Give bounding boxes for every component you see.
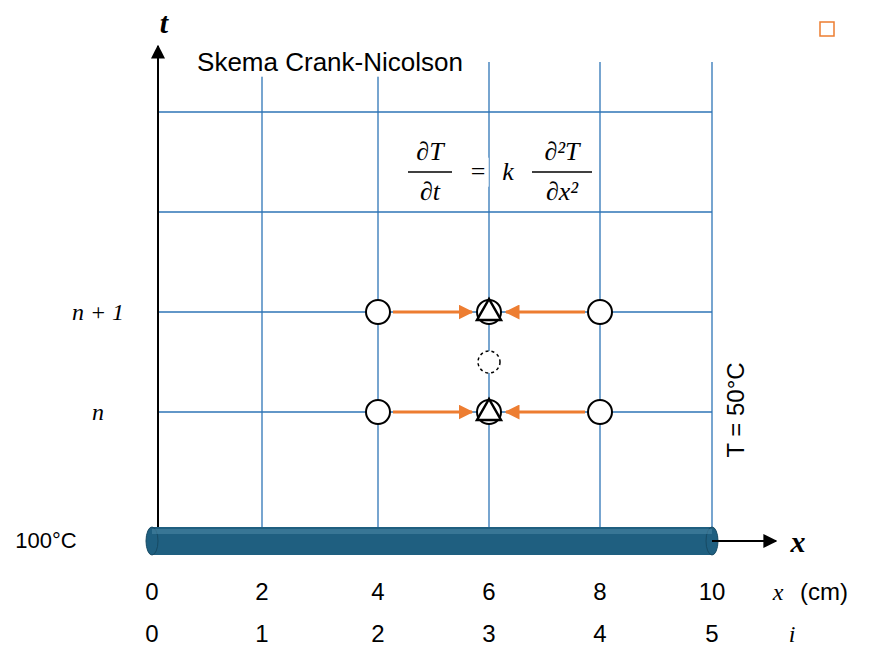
index-label: 2 <box>371 621 384 647</box>
equation-term: ∂T <box>413 138 446 167</box>
tick-label: 4 <box>371 579 384 605</box>
index-label: 4 <box>593 621 606 647</box>
bullet-box <box>820 22 834 36</box>
index-label: 5 <box>705 621 718 647</box>
index-label: 0 <box>145 621 158 647</box>
tick-label: 8 <box>593 579 606 605</box>
time-level-label: n <box>92 399 104 425</box>
stencil-points <box>366 299 612 424</box>
tick-label: 10 <box>699 579 726 605</box>
equation-term: = <box>468 158 489 187</box>
tick-label: 2 <box>255 579 268 605</box>
axis-label: x <box>791 525 806 558</box>
index-label: 3 <box>482 621 495 647</box>
axis-unit: (cm) <box>800 579 848 605</box>
index-label: 1 <box>255 621 268 647</box>
diagram-title: Skema Crank-Nicolson <box>194 48 466 77</box>
tick-label: 0 <box>145 579 158 605</box>
equation-term: ∂²T <box>541 138 582 167</box>
time-level-label: n + 1 <box>72 299 124 325</box>
equation-term: k <box>499 158 517 187</box>
axis-label: t <box>160 6 168 39</box>
index-label: i <box>789 621 796 647</box>
tick-label: 6 <box>482 579 495 605</box>
boundary-label: T = 50°C <box>723 362 749 457</box>
axis-unit: x <box>773 579 784 605</box>
equation-term: ∂t <box>417 178 443 207</box>
boundary-label: 100°C <box>15 529 76 553</box>
x-axis <box>712 540 776 542</box>
equation-term: ∂x² <box>543 178 581 207</box>
grid <box>158 62 712 527</box>
t-axis <box>157 46 159 545</box>
rod <box>146 527 718 555</box>
